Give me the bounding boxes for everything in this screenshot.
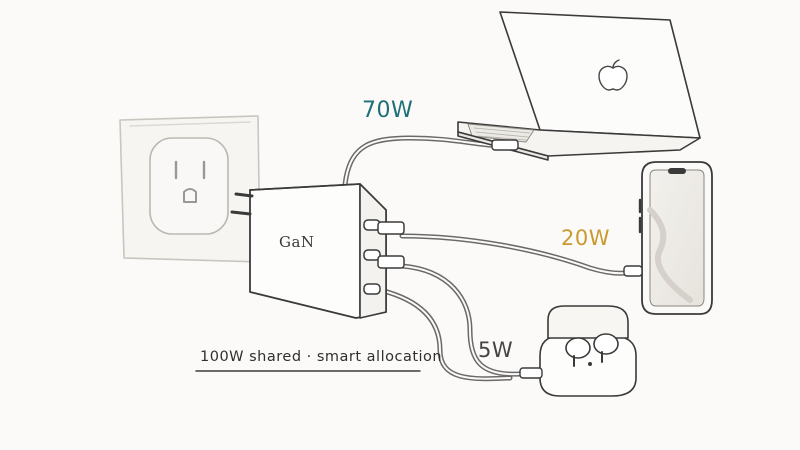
charger-badge: GaN [279, 233, 315, 251]
phone-watt-label: 20W [561, 226, 610, 250]
phone-icon [623, 161, 713, 315]
wall-outlet-icon [119, 115, 261, 263]
charger-icon [230, 183, 405, 319]
earbuds-case-icon [519, 305, 637, 397]
laptop-icon [457, 11, 701, 161]
earbuds-watt-label: 5W [478, 338, 514, 362]
laptop-watt-label: 70W [362, 98, 414, 123]
caption-text: 100W shared · smart allocation [200, 349, 443, 365]
